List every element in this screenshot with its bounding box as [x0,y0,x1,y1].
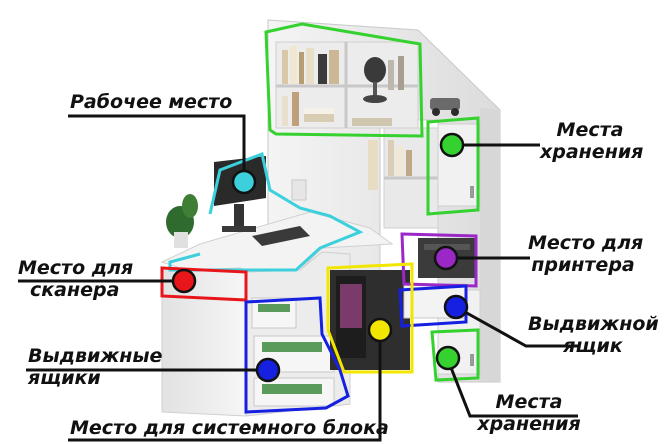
leader-lines [18,114,580,442]
label-scanner-line2: сканера [30,278,120,301]
label-drawer: Выдвижной ящик [528,313,659,358]
label-printer: Место для принтера [528,232,644,277]
toy-car-icon [430,98,460,116]
storage-right-outline [426,116,480,216]
label-storage-top: Места хранения [540,119,644,164]
workplace-marker [231,169,257,195]
label-printer-line2: принтера [531,253,635,276]
scanner-marker [171,268,197,294]
storage-top-marker [439,132,465,158]
storage-bottom-marker [435,345,461,371]
printer-marker [433,245,459,271]
label-drawer-line1: Выдвижной [528,313,659,335]
scanner-outline [160,266,248,302]
keyboard-icon [252,226,310,246]
label-scanner-line1: Место для [18,257,134,279]
label-drawers-line2: ящики [28,366,101,389]
books [282,46,404,126]
leader-drawer [455,305,580,348]
label-drawer-line2: ящик [563,334,623,357]
system-unit-marker [367,317,393,343]
label-storage-top-line1: Места [556,119,624,141]
label-storage-top-line2: хранения [540,140,644,163]
label-drawers: Выдвижные ящики [28,345,163,390]
label-storage-bottom-line2: хранения [477,412,581,435]
table-lamp-icon [363,57,387,103]
label-drawers-line1: Выдвижные [28,345,163,367]
computer-tower-icon [336,276,366,358]
storage-top-outline [264,22,424,138]
monitor-icon [214,156,266,232]
label-workplace: Рабочее место [70,91,233,113]
label-storage-bottom: Места хранения [474,391,584,436]
storage-bottom-outline [430,328,480,382]
drawer-marker [443,294,469,320]
label-scanner: Место для сканера [18,257,134,302]
label-printer-line1: Место для [528,232,644,254]
drawer-outline [398,284,468,328]
leader-workplace [68,114,246,182]
marker-dots [171,132,469,383]
system-unit-outline [326,262,414,374]
drawers-outline [244,296,350,414]
printer-outline [400,232,478,288]
leader-system-unit [68,332,382,442]
drawers-marker [255,357,281,383]
leader-storage-bottom [446,359,578,418]
plant-icon [166,194,198,248]
label-storage-bottom-line1: Места [495,391,563,413]
label-system-unit: Место для системного блока [70,417,389,439]
